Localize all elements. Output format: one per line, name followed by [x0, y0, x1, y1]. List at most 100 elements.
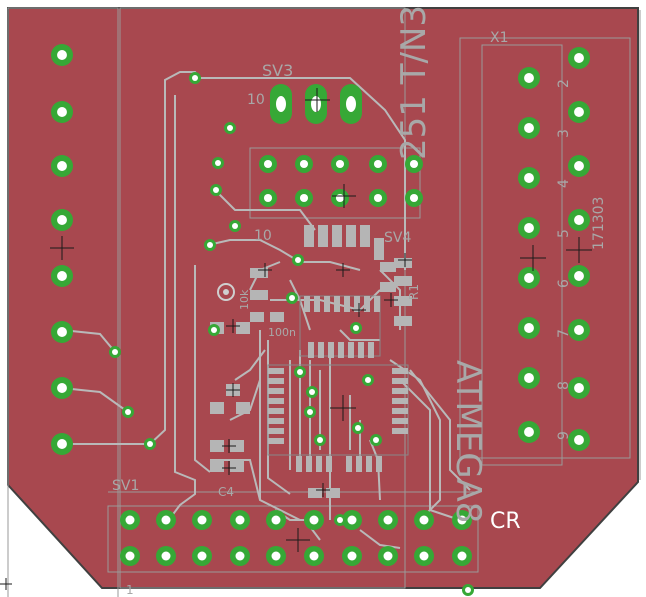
right-header-pad-hole — [574, 215, 584, 225]
via-hole — [337, 517, 343, 523]
x1-pad-hole — [524, 323, 534, 333]
header-numbers: 2 3 4 5 6 7 8 9 — [556, 79, 572, 440]
sv4-pad-hole — [409, 193, 419, 203]
x1-pad-hole — [524, 273, 534, 283]
x1-pad-hole — [524, 73, 534, 83]
x1-label: X1 — [490, 30, 509, 46]
sv1-pad-hole — [383, 515, 393, 525]
x1-pad-hole — [524, 173, 534, 183]
header-pin-number: 4 — [556, 179, 572, 188]
chip-part-number: 251 T/N3 — [394, 5, 434, 160]
sv1-pad-hole — [347, 551, 357, 561]
via-hole — [289, 295, 295, 301]
isp-pin-label: 10 — [254, 228, 272, 244]
header-pin-number: 9 — [556, 431, 572, 440]
via-hole — [297, 369, 303, 375]
left-header-pad-hole — [57, 215, 67, 225]
sv4-pad-hole — [263, 159, 273, 169]
via-hole — [373, 437, 379, 443]
fiducial-mark — [217, 283, 235, 301]
sv1-pad-hole — [419, 551, 429, 561]
origin-markers — [0, 88, 592, 590]
resistor-label: R1 — [407, 284, 421, 300]
sv1-pad-hole — [271, 515, 281, 525]
right-header-pad-hole — [574, 271, 584, 281]
via-hole — [309, 389, 315, 395]
via-hole — [125, 409, 131, 415]
x1-pad-hole — [524, 123, 534, 133]
sv4-pad-hole — [335, 159, 345, 169]
via-hole — [353, 325, 359, 331]
x1-pad-hole — [524, 223, 534, 233]
sv1-pad-hole — [161, 551, 171, 561]
sv4-pad-hole — [409, 159, 419, 169]
sv1-pad-hole — [309, 515, 319, 525]
sv4-pad-hole — [373, 193, 383, 203]
chip-part-name: ATMEGA8 — [448, 360, 488, 523]
value-10k: 10k — [238, 289, 251, 310]
sv1-pad-hole — [125, 515, 135, 525]
x1-pad-hole — [524, 427, 534, 437]
via-hole — [465, 587, 471, 593]
sv1-pad-hole — [309, 551, 319, 561]
sv1-pad-hole — [197, 551, 207, 561]
left-header-pad-hole — [57, 271, 67, 281]
header-pin-number: 2 — [556, 79, 572, 88]
left-header-pad-hole — [57, 439, 67, 449]
sv1-pad-hole — [383, 551, 393, 561]
sv1-pad-hole — [125, 551, 135, 561]
sv1-pad-hole — [271, 551, 281, 561]
x1-pad-hole — [524, 373, 534, 383]
header-pin-number: 7 — [556, 329, 572, 338]
via-hole — [112, 349, 118, 355]
via-hole — [307, 409, 313, 415]
via-hole — [295, 257, 301, 263]
sv3-pads — [270, 84, 362, 124]
sv1-pad-hole — [235, 551, 245, 561]
sv1-pad-hole — [197, 515, 207, 525]
right-header-pad-hole — [574, 107, 584, 117]
x1-part-number: 171303 — [591, 197, 607, 250]
via-hole — [355, 425, 361, 431]
sv1-pad-hole — [419, 515, 429, 525]
via-hole — [192, 75, 198, 81]
via-hole — [213, 187, 219, 193]
sv4-pad-hole — [299, 159, 309, 169]
pin1-marker: 1 — [126, 583, 134, 597]
via-hole — [147, 441, 153, 447]
sv4-pad-hole — [263, 193, 273, 203]
header-pin-number: 5 — [556, 229, 572, 238]
right-header-pad-hole — [574, 161, 584, 171]
right-header-pad-hole — [574, 53, 584, 63]
value-100n: 100n — [268, 326, 296, 339]
sv1-pad-hole — [161, 515, 171, 525]
sv1-pad-hole — [457, 515, 467, 525]
right-header-pad-hole — [574, 325, 584, 335]
sv4-pad-hole — [299, 193, 309, 203]
sv4-pad-hole — [335, 193, 345, 203]
left-header-pad-hole — [57, 327, 67, 337]
header-pin-number: 8 — [556, 381, 572, 390]
via-hole — [211, 327, 217, 333]
left-header-pad-hole — [57, 50, 67, 60]
sv3-pin-label: 10 — [247, 92, 265, 108]
via-hole — [207, 242, 213, 248]
sv1-pad-hole — [457, 551, 467, 561]
sv3-label: SV3 — [262, 61, 293, 80]
via-hole — [317, 437, 323, 443]
right-header-pad-hole — [574, 435, 584, 445]
sv4-pad-hole — [373, 159, 383, 169]
via-hole — [365, 377, 371, 383]
c4-label: C4 — [218, 485, 234, 499]
right-header-pad-hole — [574, 383, 584, 393]
left-header-pad-hole — [57, 161, 67, 171]
through-hole-pads — [51, 44, 590, 596]
sv1-pad-hole — [347, 515, 357, 525]
isp-label: SV4 — [384, 230, 411, 246]
smd-pads — [210, 225, 412, 498]
cr-label: CR — [490, 509, 521, 534]
header-pin-number: 6 — [556, 279, 572, 288]
header-pin-number: 3 — [556, 129, 572, 138]
left-header-pad-hole — [57, 107, 67, 117]
